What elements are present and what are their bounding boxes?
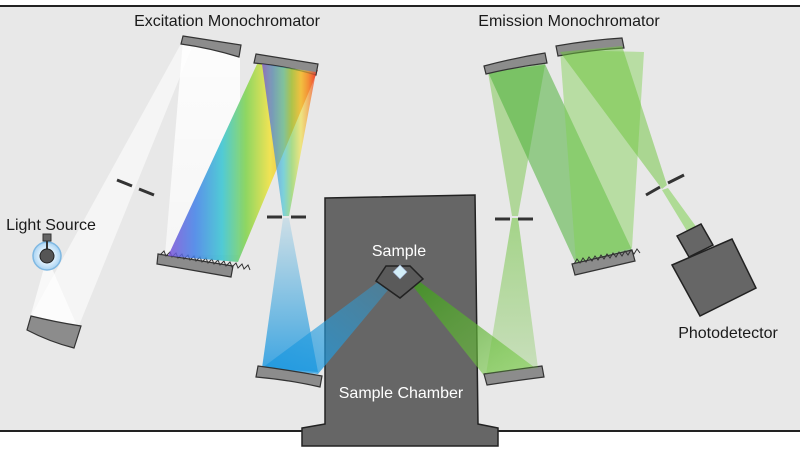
excitation-collimating-mirror (180, 35, 242, 58)
emission-beam-up (486, 218, 538, 374)
excitation-beam-down (262, 218, 318, 372)
source-mirror (26, 315, 82, 349)
spectrum-fan (262, 64, 316, 216)
emission-beam-to-exit (560, 46, 667, 189)
sample-chamber-label: Sample Chamber (339, 385, 464, 402)
emission-exit-slit (645, 173, 685, 197)
light-source-lamp (32, 233, 62, 271)
photodetector-device (670, 223, 758, 317)
emission-grating (571, 248, 641, 276)
emission-collimating-mirror (483, 52, 548, 75)
sample-chamber-body (301, 194, 499, 447)
emission-monochromator-label: Emission Monochromator (478, 13, 660, 30)
sample-label: Sample (372, 243, 426, 260)
light-source-label: Light Source (6, 217, 96, 234)
detector-beam (662, 188, 700, 236)
sample-cuvette (374, 264, 425, 299)
excitation-entrance-slit (116, 178, 155, 197)
excitation-beam-to-sample (262, 270, 398, 374)
excitation-sample-mirror (255, 365, 323, 388)
excitation-monochromator-label: Excitation Monochromator (134, 13, 321, 30)
photodetector-label: Photodetector (678, 325, 778, 342)
emission-collimated-beam (488, 64, 632, 264)
